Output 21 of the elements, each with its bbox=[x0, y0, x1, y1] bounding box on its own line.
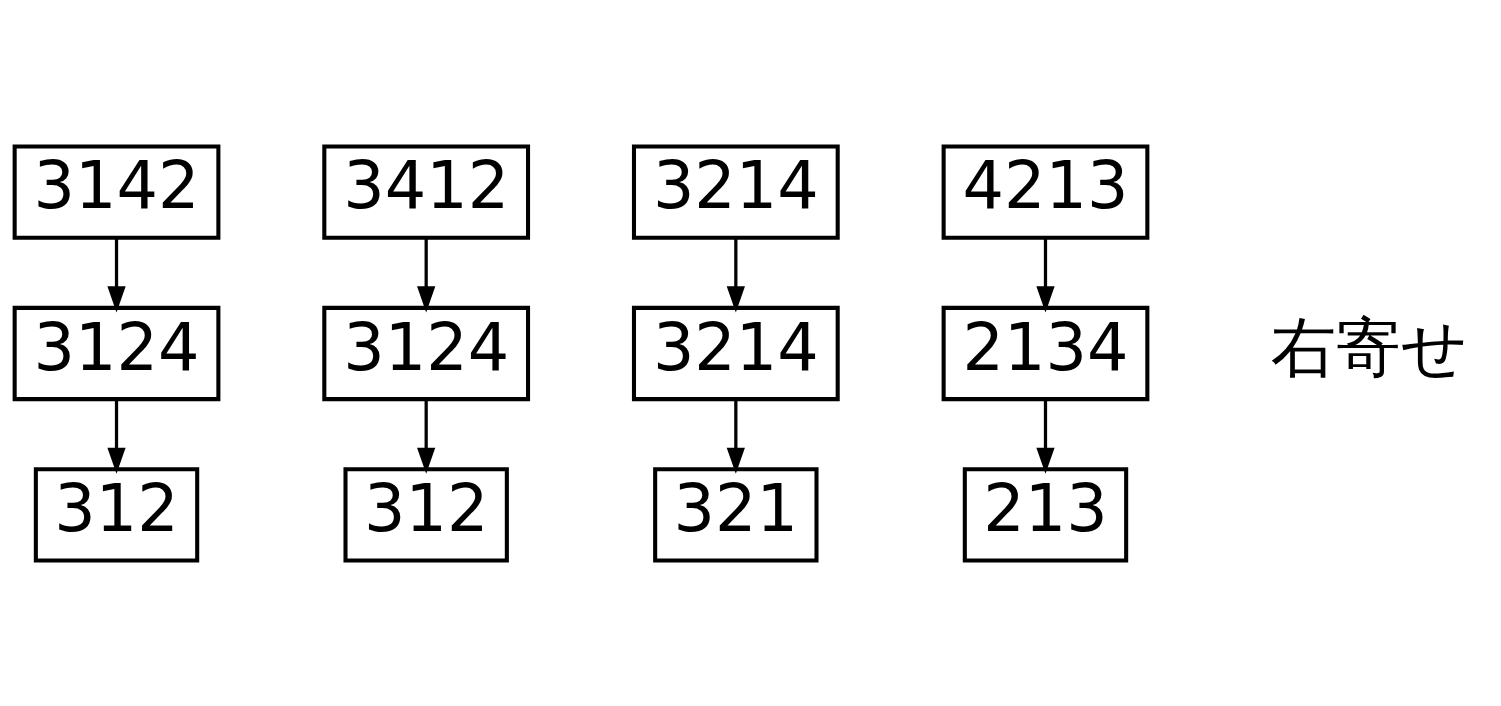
label: 右寄せ bbox=[1271, 308, 1469, 385]
node-box: 3412 bbox=[322, 144, 531, 240]
arrow bbox=[107, 398, 126, 474]
node-box: 213 bbox=[962, 466, 1129, 562]
arrow bbox=[417, 398, 436, 474]
node-box: 3124 bbox=[322, 305, 531, 401]
arrow bbox=[417, 237, 436, 312]
node-box: 3214 bbox=[631, 144, 840, 240]
arrow bbox=[726, 237, 745, 312]
node-box: 312 bbox=[33, 466, 200, 562]
node-box: 312 bbox=[343, 466, 509, 562]
node-box: 4213 bbox=[941, 144, 1150, 240]
node-box: 3214 bbox=[631, 305, 840, 401]
arrow bbox=[1036, 398, 1055, 474]
node-box: 2134 bbox=[941, 305, 1150, 401]
node-box: 3124 bbox=[12, 305, 221, 401]
arrow bbox=[726, 398, 745, 474]
arrow bbox=[1036, 237, 1055, 312]
arrow bbox=[107, 237, 126, 312]
node-box: 321 bbox=[653, 466, 819, 562]
node-box: 3142 bbox=[12, 144, 221, 240]
